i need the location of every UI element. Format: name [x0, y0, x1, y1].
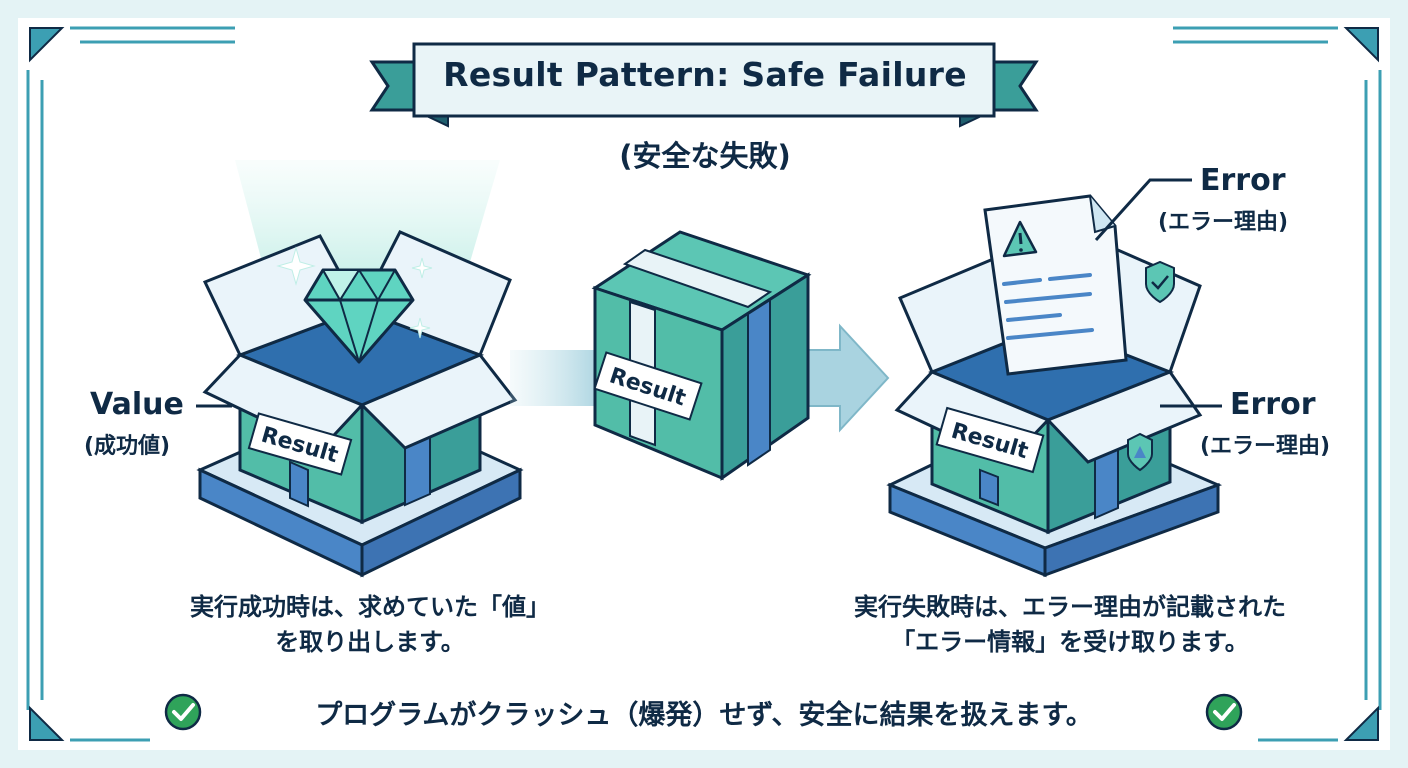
error-top-label-jp: (エラー理由) — [1158, 210, 1289, 235]
closed-result-box: Result — [591, 230, 812, 481]
diamond-icon — [303, 268, 415, 364]
error-doc-leader-line — [1094, 178, 1192, 242]
error-top-label: Error — [1200, 163, 1286, 198]
title-ribbon — [369, 42, 1039, 128]
error-side-label: Error — [1230, 387, 1316, 422]
success-caption: 実行成功時は、求めていた「値」 を取り出します。 — [120, 590, 620, 660]
value-label-jp: (成功値) — [84, 434, 171, 459]
success-caption-line1: 実行成功時は、求めていた「値」 — [190, 593, 550, 621]
shield-check-icon — [1145, 260, 1175, 304]
error-caption-line1: 実行失敗時は、エラー理由が記載された — [854, 593, 1286, 621]
error-caption-line2: 「エラー情報」を受け取ります。 — [891, 627, 1249, 656]
shield-icon-small — [1127, 432, 1153, 472]
corner-ornaments — [29, 27, 1379, 741]
error-side-label-jp: (エラー理由) — [1200, 434, 1331, 459]
check-circle-icon — [164, 693, 202, 731]
check-circle-icon — [1205, 693, 1243, 731]
decorative-frame — [26, 26, 1382, 742]
page-title: Result Pattern: Safe Failure — [443, 55, 967, 94]
sparkle-icon — [276, 246, 433, 339]
success-caption-line2: を取り出します。 — [275, 627, 465, 656]
value-label: Value — [90, 387, 184, 422]
bottom-note: プログラムがクラッシュ（爆発）せず、安全に結果を扱えます。 — [315, 700, 1093, 731]
error-document — [983, 194, 1128, 376]
page-subtitle: (安全な失敗) — [619, 139, 791, 173]
success-box: Result — [196, 160, 524, 578]
warning-icon — [1002, 220, 1038, 258]
error-caption: 実行失敗時は、エラー理由が記載された 「エラー情報」を受け取ります。 — [790, 590, 1350, 660]
